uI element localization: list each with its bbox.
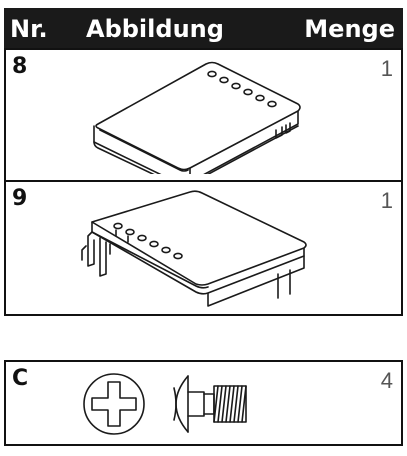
header-menge: Menge (304, 15, 395, 43)
cover-part-8-icon (93, 61, 301, 174)
hardware-box: C 4 (4, 360, 403, 446)
parts-table: Nr. Abbildung Menge 8 1 (4, 8, 403, 316)
row-quantity: 1 (380, 188, 393, 213)
row-number: 8 (12, 54, 28, 79)
row-quantity: 1 (380, 56, 393, 81)
header-abbildung: Abbildung (86, 15, 224, 43)
row-number: C (12, 366, 29, 391)
header-nr: Nr. (10, 15, 48, 43)
phillips-screw-icon (83, 373, 247, 435)
table-row: 9 1 (4, 182, 403, 316)
table-row: 8 1 (4, 48, 403, 182)
row-number: 9 (12, 186, 28, 211)
row-quantity: 4 (380, 368, 393, 393)
cover-part-9-icon (81, 190, 307, 307)
table-header: Nr. Abbildung Menge (4, 8, 403, 48)
